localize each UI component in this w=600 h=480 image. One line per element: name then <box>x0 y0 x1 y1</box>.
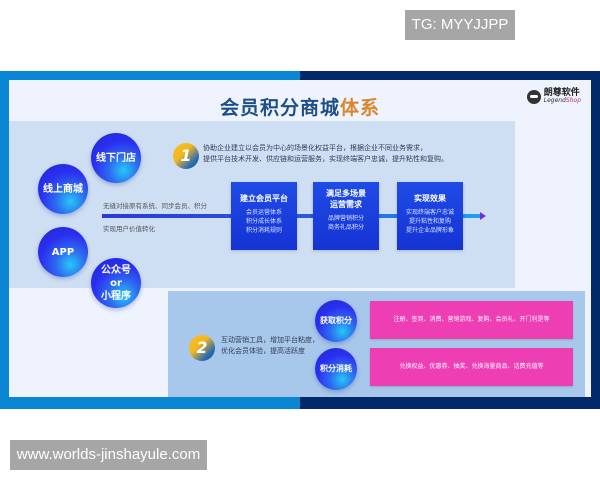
diagram-title: 会员积分商城体系 <box>9 93 591 120</box>
channel-online-mall: 线上商城 <box>38 164 88 214</box>
mascot-icon <box>526 89 541 104</box>
section-2-description: 互动营销工具，增加平台粘度， 优化会员体验，提高活跃度 <box>221 336 319 355</box>
channel-offline-store: 线下门店 <box>91 133 141 183</box>
section-1-description: 协助企业建立以会员为中心的场景化权益平台，根据企业不同业务需求， 提供平台技术开… <box>203 144 448 163</box>
logo-cn: 朗尊软件 <box>543 88 580 98</box>
section-1-panel: 线下门店 线上商城 APP 公众号 or 小程序 1 协助企业建立以会员为中心的… <box>9 121 515 308</box>
arrow-right-icon <box>480 212 486 220</box>
brand-logo: 朗尊软件 LegendShop <box>526 88 581 104</box>
earn-points-bubble: 获取积分 <box>315 300 357 342</box>
number-badge-2: 2 <box>189 335 215 361</box>
value-conversion-note: 实现用户价值转化 <box>103 225 155 233</box>
title-accent: 体系 <box>340 97 381 119</box>
watermark-bottom: www.worlds-jinshayule.com <box>10 440 207 470</box>
number-badge-1: 1 <box>173 143 199 169</box>
watermark-top: TG: MYYJJPP <box>405 10 515 40</box>
diagram-canvas: 会员积分商城体系 朗尊软件 LegendShop 线下门店 线上商城 APP 公… <box>9 80 591 397</box>
spend-points-bubble: 积分消耗 <box>315 348 357 390</box>
title-main: 会员积分商城 <box>219 97 340 119</box>
channel-app: APP <box>38 227 88 277</box>
spend-points-detail: 兑换权益、优惠券、抽奖、兑换海量商品、话费充值等 <box>370 348 573 386</box>
logo-en: LegendShop <box>543 97 581 104</box>
step-results: 实现效果 实现终端客户忠诚 提升粘性和复购 提升企业品牌形象 <box>397 182 463 250</box>
diagram-frame: 会员积分商城体系 朗尊软件 LegendShop 线下门店 线上商城 APP 公… <box>0 71 600 409</box>
earn-points-detail: 注册、签到、消费、营销游戏、复购、会员礼、开门利是等 <box>370 301 573 339</box>
step-multi-scenario: 满足多场景 运营需求 品牌营销积分 商务礼品积分 <box>313 182 379 250</box>
step-build-platform: 建立会员平台 会员运营体系 积分成长体系 积分消耗规则 <box>231 182 297 250</box>
section-2-panel: 2 互动营销工具，增加平台粘度， 优化会员体验，提高活跃度 获取积分 积分消耗 … <box>168 291 585 397</box>
integration-note: 无缝对接原有系统、同步会员、积分 <box>103 202 207 210</box>
channel-wechat-miniprogram: 公众号 or 小程序 <box>91 258 141 308</box>
